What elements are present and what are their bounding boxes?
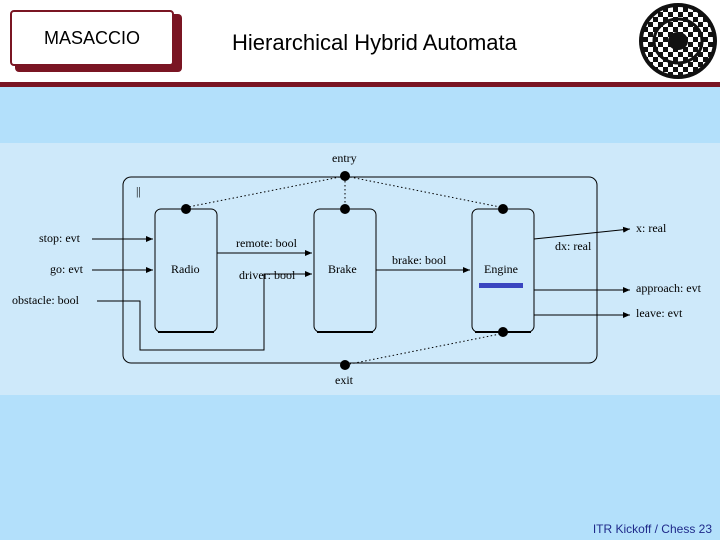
engine-exit-node [498, 327, 508, 337]
entry-to-engine-edge [349, 176, 501, 208]
state-label-brake: Brake [328, 262, 357, 276]
output-edge-x [533, 226, 631, 240]
output-label-leave: leave: evt [636, 306, 683, 320]
exit-node [340, 360, 350, 370]
brake-entry-node [340, 204, 350, 214]
output-label-approach: approach: evt [636, 281, 702, 295]
header-rule [0, 82, 720, 87]
signal-label-brake: brake: bool [392, 253, 447, 267]
parallel-marker: || [136, 184, 141, 198]
exit-label: exit [335, 373, 354, 387]
state-label-radio: Radio [171, 262, 200, 276]
signal-label-dx: dx: real [555, 239, 592, 253]
chess-logo-icon [639, 3, 717, 79]
entry-label: entry [332, 151, 357, 165]
page-title: Hierarchical Hybrid Automata [232, 30, 517, 55]
signal-label-driver: driver: bool [239, 268, 296, 282]
engine-to-exit-edge [349, 333, 501, 365]
entry-to-radio-edge [187, 176, 341, 208]
hybrid-automata-diagram: || entry exit Radio Brake Engine stop: e… [12, 151, 702, 387]
state-label-engine: Engine [484, 262, 518, 276]
entry-node [340, 171, 350, 181]
logo-box [10, 10, 174, 66]
input-label-go: go: evt [50, 262, 84, 276]
engine-entry-node [498, 204, 508, 214]
radio-entry-node [181, 204, 191, 214]
input-edge-obstacle [97, 271, 312, 351]
footer-text: ITR Kickoff / Chess 23 [592, 522, 712, 536]
output-label-x: x: real [636, 221, 667, 235]
logo-text: MASACCIO [43, 28, 140, 48]
diagram-panel [0, 143, 720, 395]
signal-label-remote: remote: bool [236, 236, 298, 250]
input-label-obstacle: obstacle: bool [12, 293, 80, 307]
input-label-stop: stop: evt [39, 231, 81, 245]
engine-flow-bar [479, 283, 523, 288]
